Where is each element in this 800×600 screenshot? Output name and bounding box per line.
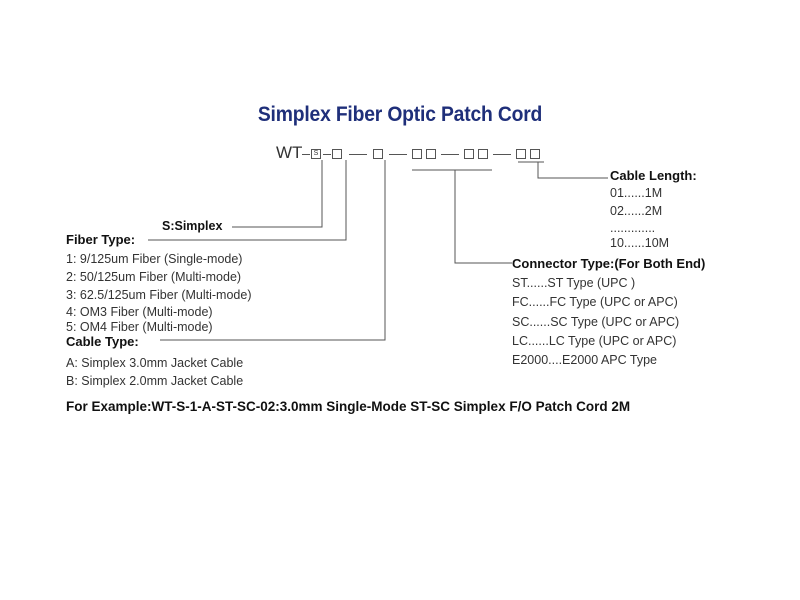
length-leader-line [537,162,608,179]
connector-type-item: SC......SC Type (UPC or APC) [512,315,680,329]
fiber-type-item: 2: 50/125um Fiber (Multi-mode) [66,270,242,284]
code-box-length-2 [530,149,540,159]
code-box-connector-2 [426,149,436,159]
example-text: For Example:WT-S-1-A-ST-SC-02:3.0mm Sing… [66,399,631,414]
code-dash [493,154,511,155]
connector-type-heading: Connector Type:(For Both End) [512,256,706,271]
fiber-leader-line [148,160,347,241]
code-dash [323,154,331,155]
code-box-connector-4 [478,149,488,159]
cable-type-heading: Cable Type: [66,334,139,349]
code-dash [441,154,459,155]
cable-type-item: B: Simplex 2.0mm Jacket Cable [66,374,244,388]
fiber-type-item: 1: 9/125um Fiber (Single-mode) [66,252,243,266]
code-prefix: WT [276,143,303,162]
page-title: Simplex Fiber Optic Patch Cord [257,103,543,126]
code-dash [302,154,310,155]
code-box-connector-3 [464,149,474,159]
code-box-connector-1 [412,149,422,159]
cable-length-item: 10......10M [610,236,670,250]
code-dash [349,154,367,155]
cable-length-item: 01......1M [610,186,663,200]
code-box-cable [373,149,383,159]
cable-length-item: ............. [610,221,656,235]
code-dash [389,154,407,155]
code-box-fiber [332,149,342,159]
fiber-type-item: 5: OM4 Fiber (Multi-mode) [66,320,213,334]
connector-type-item: ST......ST Type (UPC ) [512,276,636,290]
cable-length-heading: Cable Length: [610,168,697,183]
cable-length-item: 02......2M [610,204,663,218]
fiber-type-heading: Fiber Type: [66,232,136,247]
connector-leader-line [454,170,512,264]
code-box-length-1 [516,149,526,159]
fiber-type-item: 3: 62.5/125um Fiber (Multi-mode) [66,288,252,302]
cable-leader-line [160,160,386,341]
connector-type-item: LC......LC Type (UPC or APC) [512,334,677,348]
code-box-simplex: S [311,149,321,159]
simplex-label: S:Simplex [162,219,223,233]
connector-type-item: E2000....E2000 APC Type [512,353,658,367]
fiber-type-item: 4: OM3 Fiber (Multi-mode) [66,305,213,319]
simplex-leader-line [232,160,323,228]
cable-type-item: A: Simplex 3.0mm Jacket Cable [66,356,244,370]
connector-type-item: FC......FC Type (UPC or APC) [512,295,678,309]
